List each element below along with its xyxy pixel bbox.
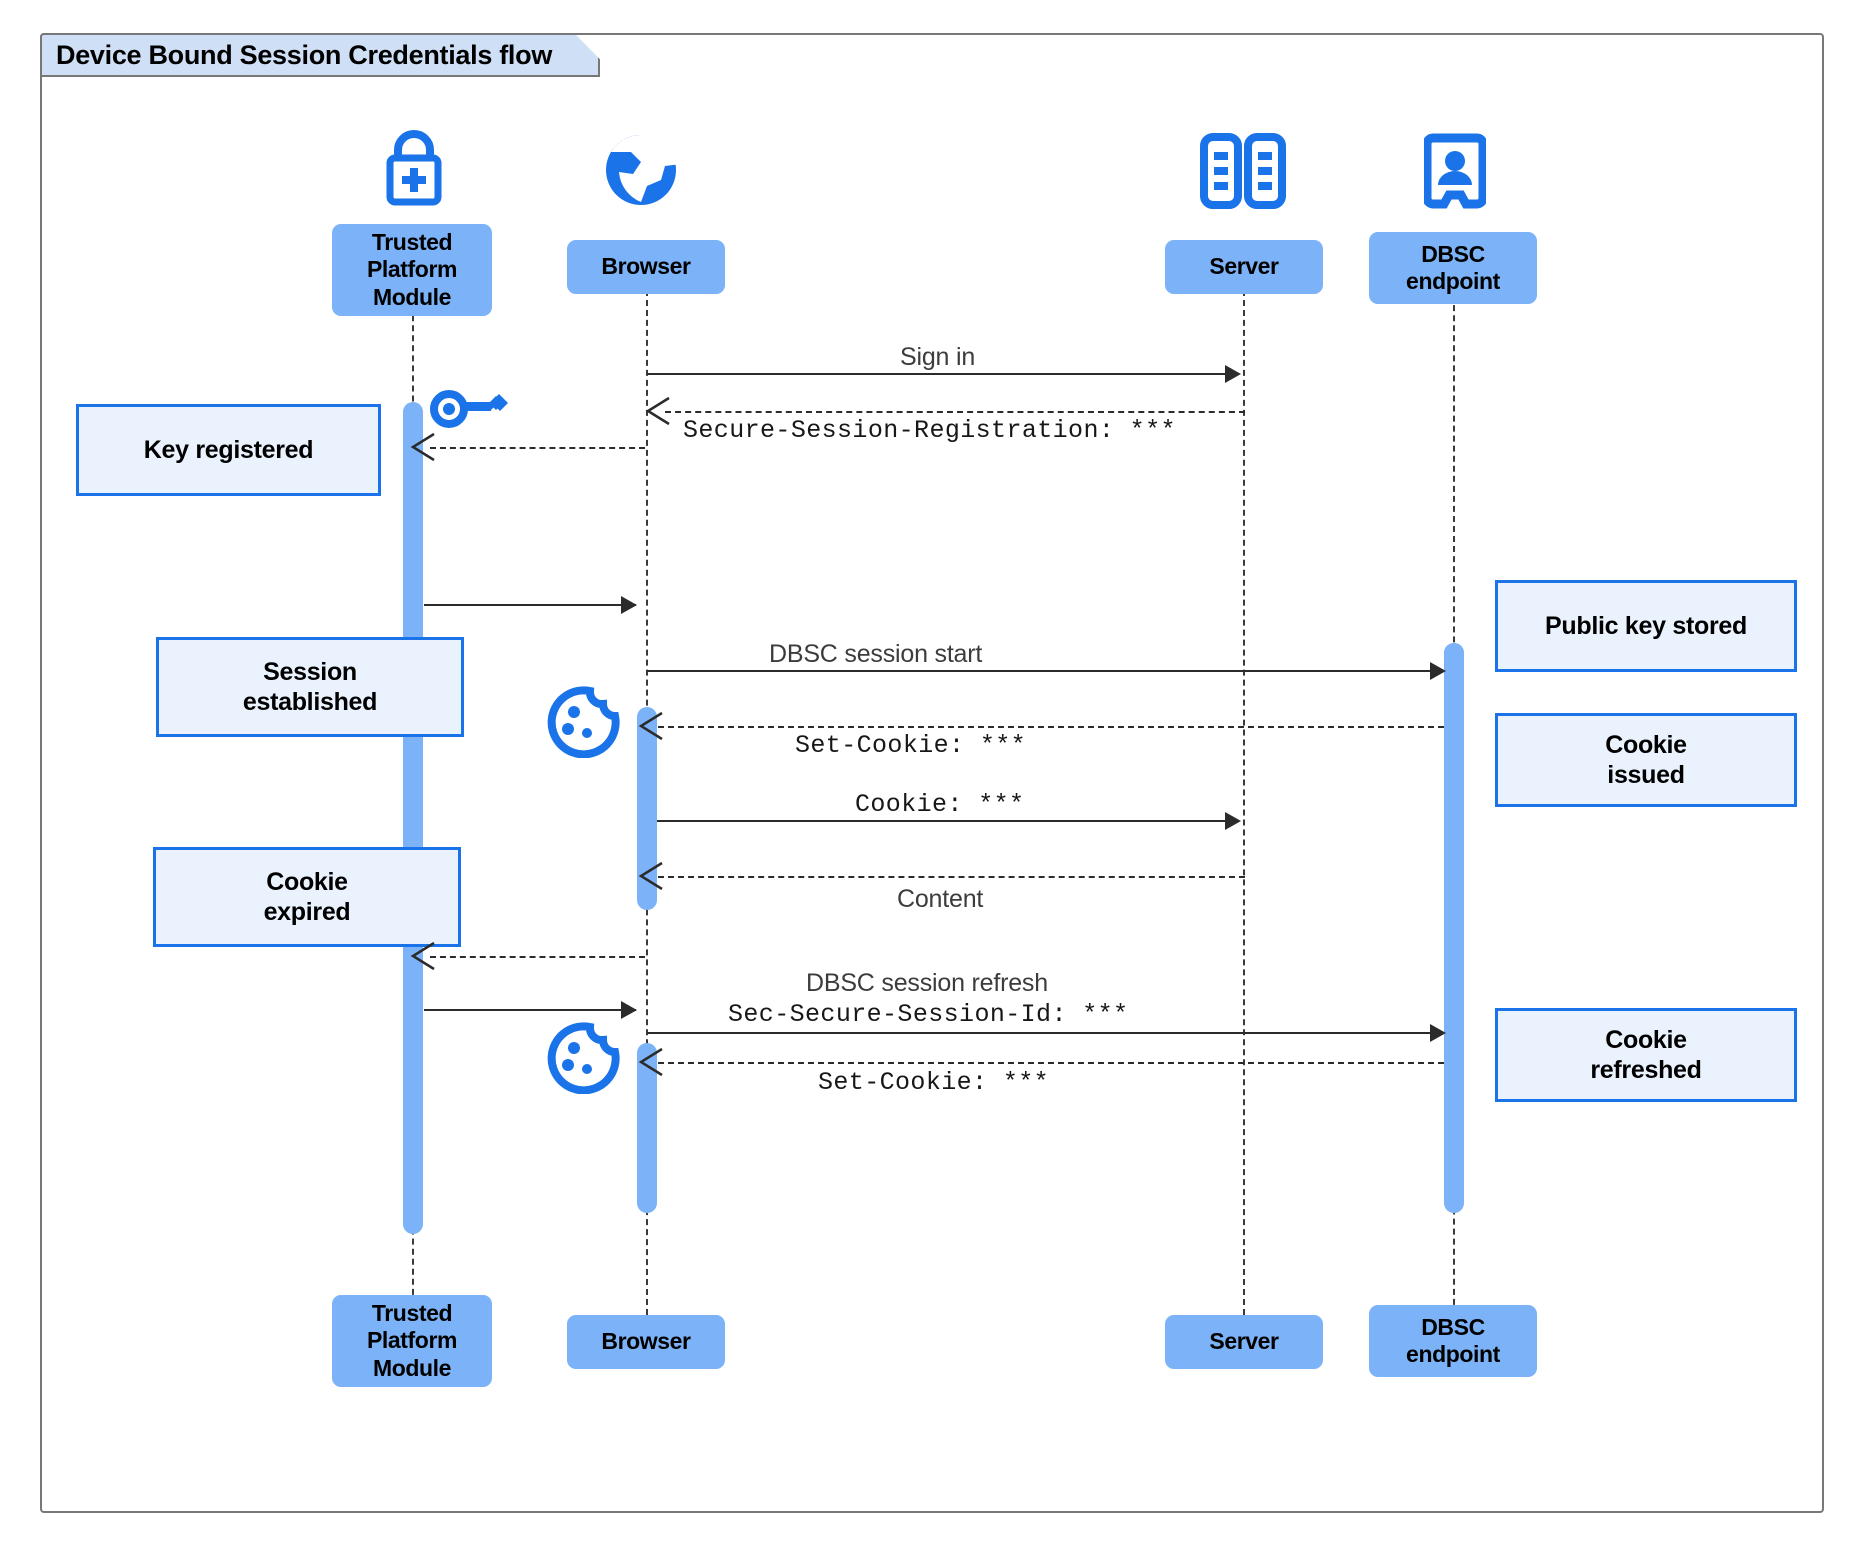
arrow-head-tpm-to-browser-key [621,596,637,614]
arrow-head-cookie [1225,812,1241,830]
arrow-head-tpm-to-browser-refresh [621,1001,637,1019]
message-line-set-cookie-1 [658,726,1444,728]
participant-label: Browser [601,253,691,280]
participant-label: Trusted Platform Module [366,229,458,310]
server-rack-icon [1198,133,1288,209]
message-label-secure-session-registration: Secure-Session-Registration: *** [683,416,1176,445]
activation-tpm [403,402,423,1234]
participant-tpm-header[interactable]: Trusted Platform Module [332,224,492,316]
participant-browser-footer[interactable]: Browser [567,1315,725,1369]
message-label-sec-secure-session-id: Sec-Secure-Session-Id: *** [728,1000,1129,1029]
arrow-head-dbsc-session-refresh [1430,1024,1446,1042]
note-public-key-stored: Public key stored [1495,580,1797,672]
message-line-tpm-to-browser-key [424,604,636,606]
arrow-head-sign-in [1225,365,1241,383]
lifeline-server [1243,250,1245,1335]
message-line-secure-session-registration [665,411,1245,413]
note-text: Session established [242,658,378,716]
message-line-browser-to-tpm-refresh [430,956,645,958]
note-cookie-expired: Cookie expired [153,847,461,947]
cookie-icon [546,1022,620,1094]
cookie-icon [546,686,620,758]
participant-label: Server [1209,253,1279,280]
message-line-dbsc-session-start [647,670,1437,672]
message-line-browser-to-tpm-register [430,447,645,449]
note-text: Cookie expired [263,868,351,926]
message-line-cookie [657,820,1225,822]
diagram-title: Device Bound Session Credentials flow [40,33,600,77]
note-cookie-refreshed: Cookie refreshed [1495,1008,1797,1102]
participant-server-footer[interactable]: Server [1165,1315,1323,1369]
id-badge-icon [1424,133,1486,209]
note-cookie-issued: Cookie issued [1495,713,1797,807]
message-label-cookie: Cookie: *** [855,790,1025,819]
participant-browser-header[interactable]: Browser [567,240,725,294]
note-text: Key registered [143,436,314,464]
lock-plus-icon [368,128,460,208]
message-label-sign-in: Sign in [900,343,976,371]
message-label-dbsc-session-start: DBSC session start [769,640,983,668]
participant-label: DBSC endpoint [1406,240,1500,294]
message-line-content [658,876,1245,878]
message-line-tpm-to-browser-refresh [424,1009,636,1011]
participant-dbsc-footer[interactable]: DBSC endpoint [1369,1305,1537,1377]
participant-label: Server [1209,1328,1279,1355]
message-label-set-cookie-2: Set-Cookie: *** [818,1068,1050,1097]
message-line-set-cookie-2 [658,1062,1444,1064]
participant-tpm-footer[interactable]: Trusted Platform Module [332,1295,492,1387]
activation-browser-2 [637,1043,657,1213]
message-label-set-cookie-1: Set-Cookie: *** [795,731,1027,760]
note-text: Cookie issued [1605,731,1687,789]
key-icon [428,385,508,433]
message-line-sign-in [647,373,1225,375]
participant-label: Trusted Platform Module [366,1300,458,1381]
message-line-dbsc-session-refresh [647,1032,1437,1034]
globe-icon [600,130,682,210]
note-text: Public key stored [1545,612,1747,640]
participant-label: DBSC endpoint [1406,1313,1500,1367]
note-session-established: Session established [156,637,464,737]
message-label-content: Content [897,885,984,913]
participant-dbsc-header[interactable]: DBSC endpoint [1369,232,1537,304]
arrow-head-dbsc-session-start [1430,662,1446,680]
note-text: Cookie refreshed [1590,1026,1702,1084]
message-label-dbsc-session-refresh: DBSC session refresh [806,969,1048,997]
activation-dbsc-2 [1444,643,1464,1213]
participant-label: Browser [601,1328,691,1355]
note-key-registered: Key registered [76,404,381,496]
participant-server-header[interactable]: Server [1165,240,1323,294]
activation-browser-1 [637,707,657,910]
